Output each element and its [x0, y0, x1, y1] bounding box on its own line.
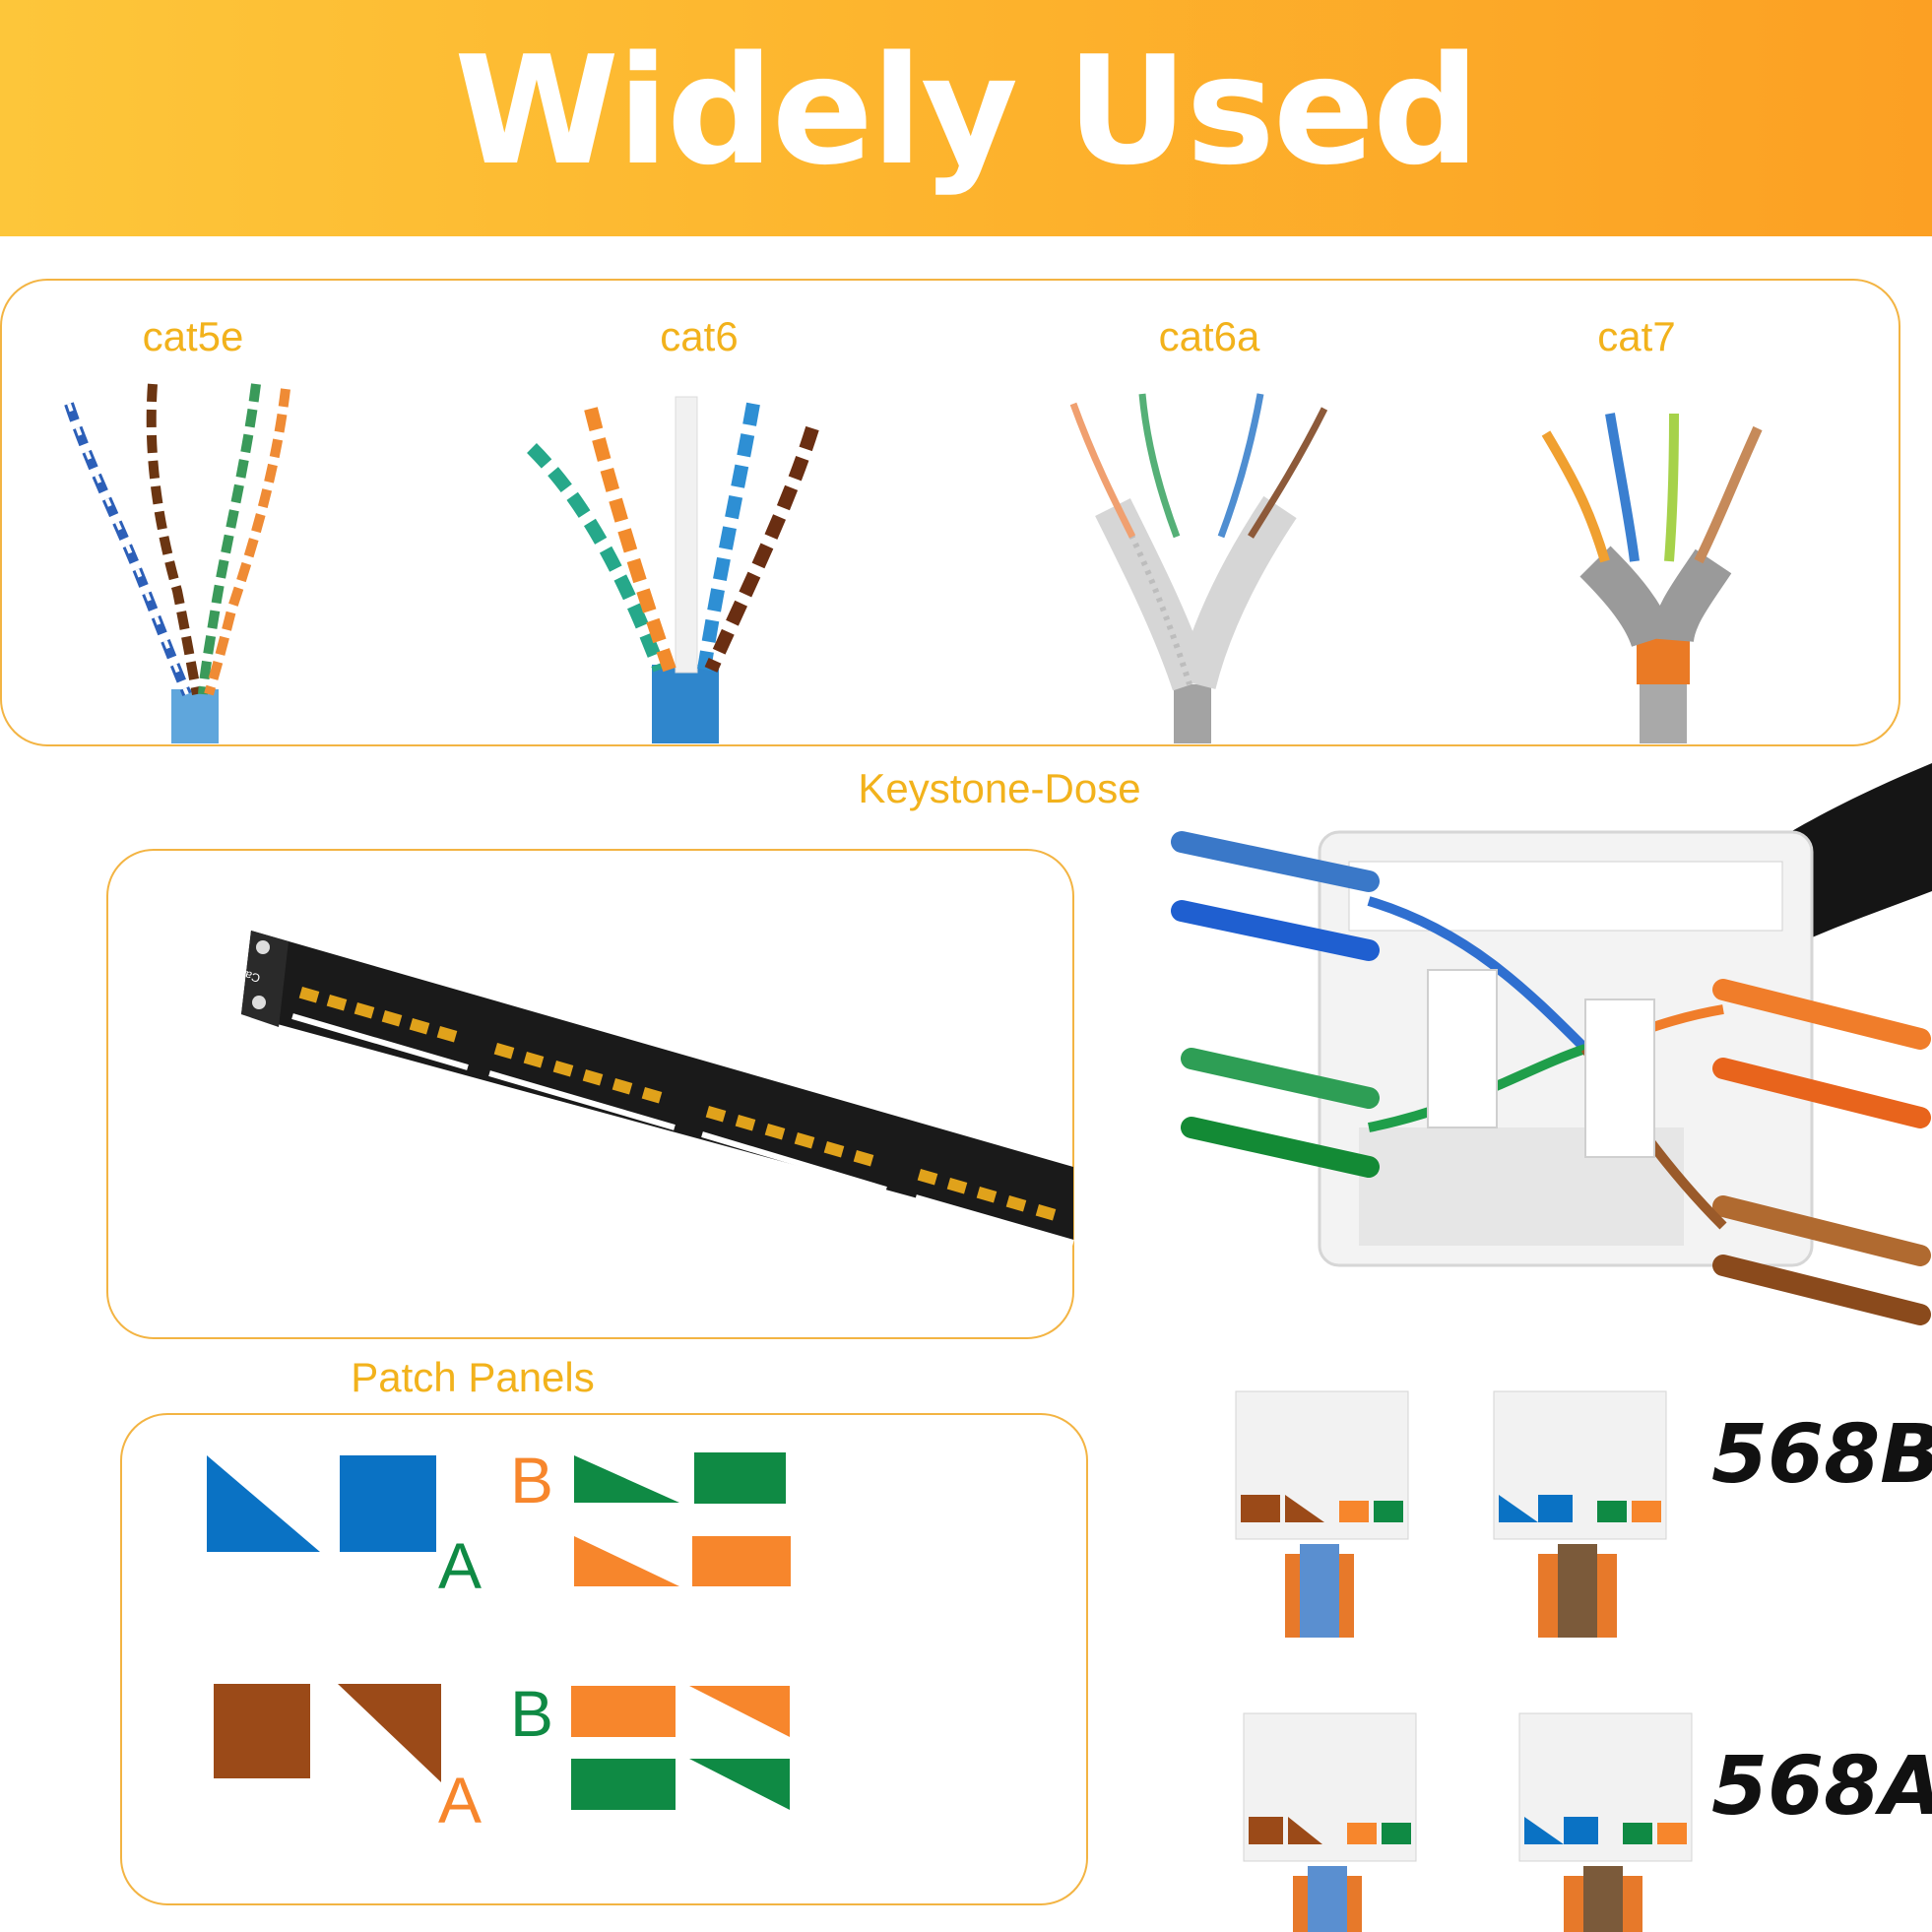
letter-b-row2: B: [510, 1677, 554, 1750]
letter-a-row1: A: [438, 1529, 483, 1602]
letter-a-row2: A: [438, 1764, 483, 1836]
cable-cat6-icon: [527, 396, 819, 743]
keystone-jack-icon: [1171, 763, 1932, 1325]
standard-568b-label: 568B: [1711, 1408, 1932, 1502]
brown-square: [214, 1684, 310, 1778]
orange-rect: [692, 1536, 791, 1586]
color-key-frame: [120, 1413, 1088, 1905]
green-triangle-2: [689, 1759, 790, 1810]
cable-cat7-icon: [1541, 413, 1763, 743]
jack-568a-left-icon: [1243, 1712, 1417, 1932]
cable-label-cat5e: cat5e: [142, 313, 244, 359]
green-rect: [694, 1452, 786, 1504]
brown-triangle: [338, 1684, 441, 1782]
cable-types-frame: [0, 279, 1900, 746]
cable-cat6a-icon: [1069, 393, 1328, 743]
cable-cat5e-icon: [64, 383, 290, 743]
orange-rect-2: [571, 1686, 676, 1737]
banner: Widely Used: [0, 0, 1932, 236]
letter-b-row1: B: [510, 1444, 554, 1516]
patch-panels-label: Patch Panels: [351, 1354, 595, 1400]
banner-title: Widely Used: [454, 24, 1480, 198]
jack-568a-right-icon: [1518, 1712, 1693, 1932]
orange-triangle-2: [689, 1686, 790, 1737]
keystone-label: Keystone-Dose: [858, 765, 1141, 811]
patch-panel-frame: [106, 849, 1074, 1339]
cable-label-cat7: cat7: [1597, 313, 1676, 359]
green-rect-2: [571, 1759, 676, 1810]
orange-triangle: [574, 1536, 679, 1586]
jack-568b-left-icon: [1235, 1390, 1409, 1638]
standard-568a-label: 568A: [1711, 1740, 1932, 1834]
blue-triangle: [207, 1455, 320, 1552]
jack-568b-right-icon: [1493, 1390, 1667, 1638]
patch-panel-icon: Cat 6: [230, 931, 1074, 1246]
cable-label-cat6: cat6: [660, 313, 739, 359]
cable-label-cat6a: cat6a: [1158, 313, 1260, 359]
blue-square: [340, 1455, 436, 1552]
green-triangle: [574, 1455, 679, 1503]
